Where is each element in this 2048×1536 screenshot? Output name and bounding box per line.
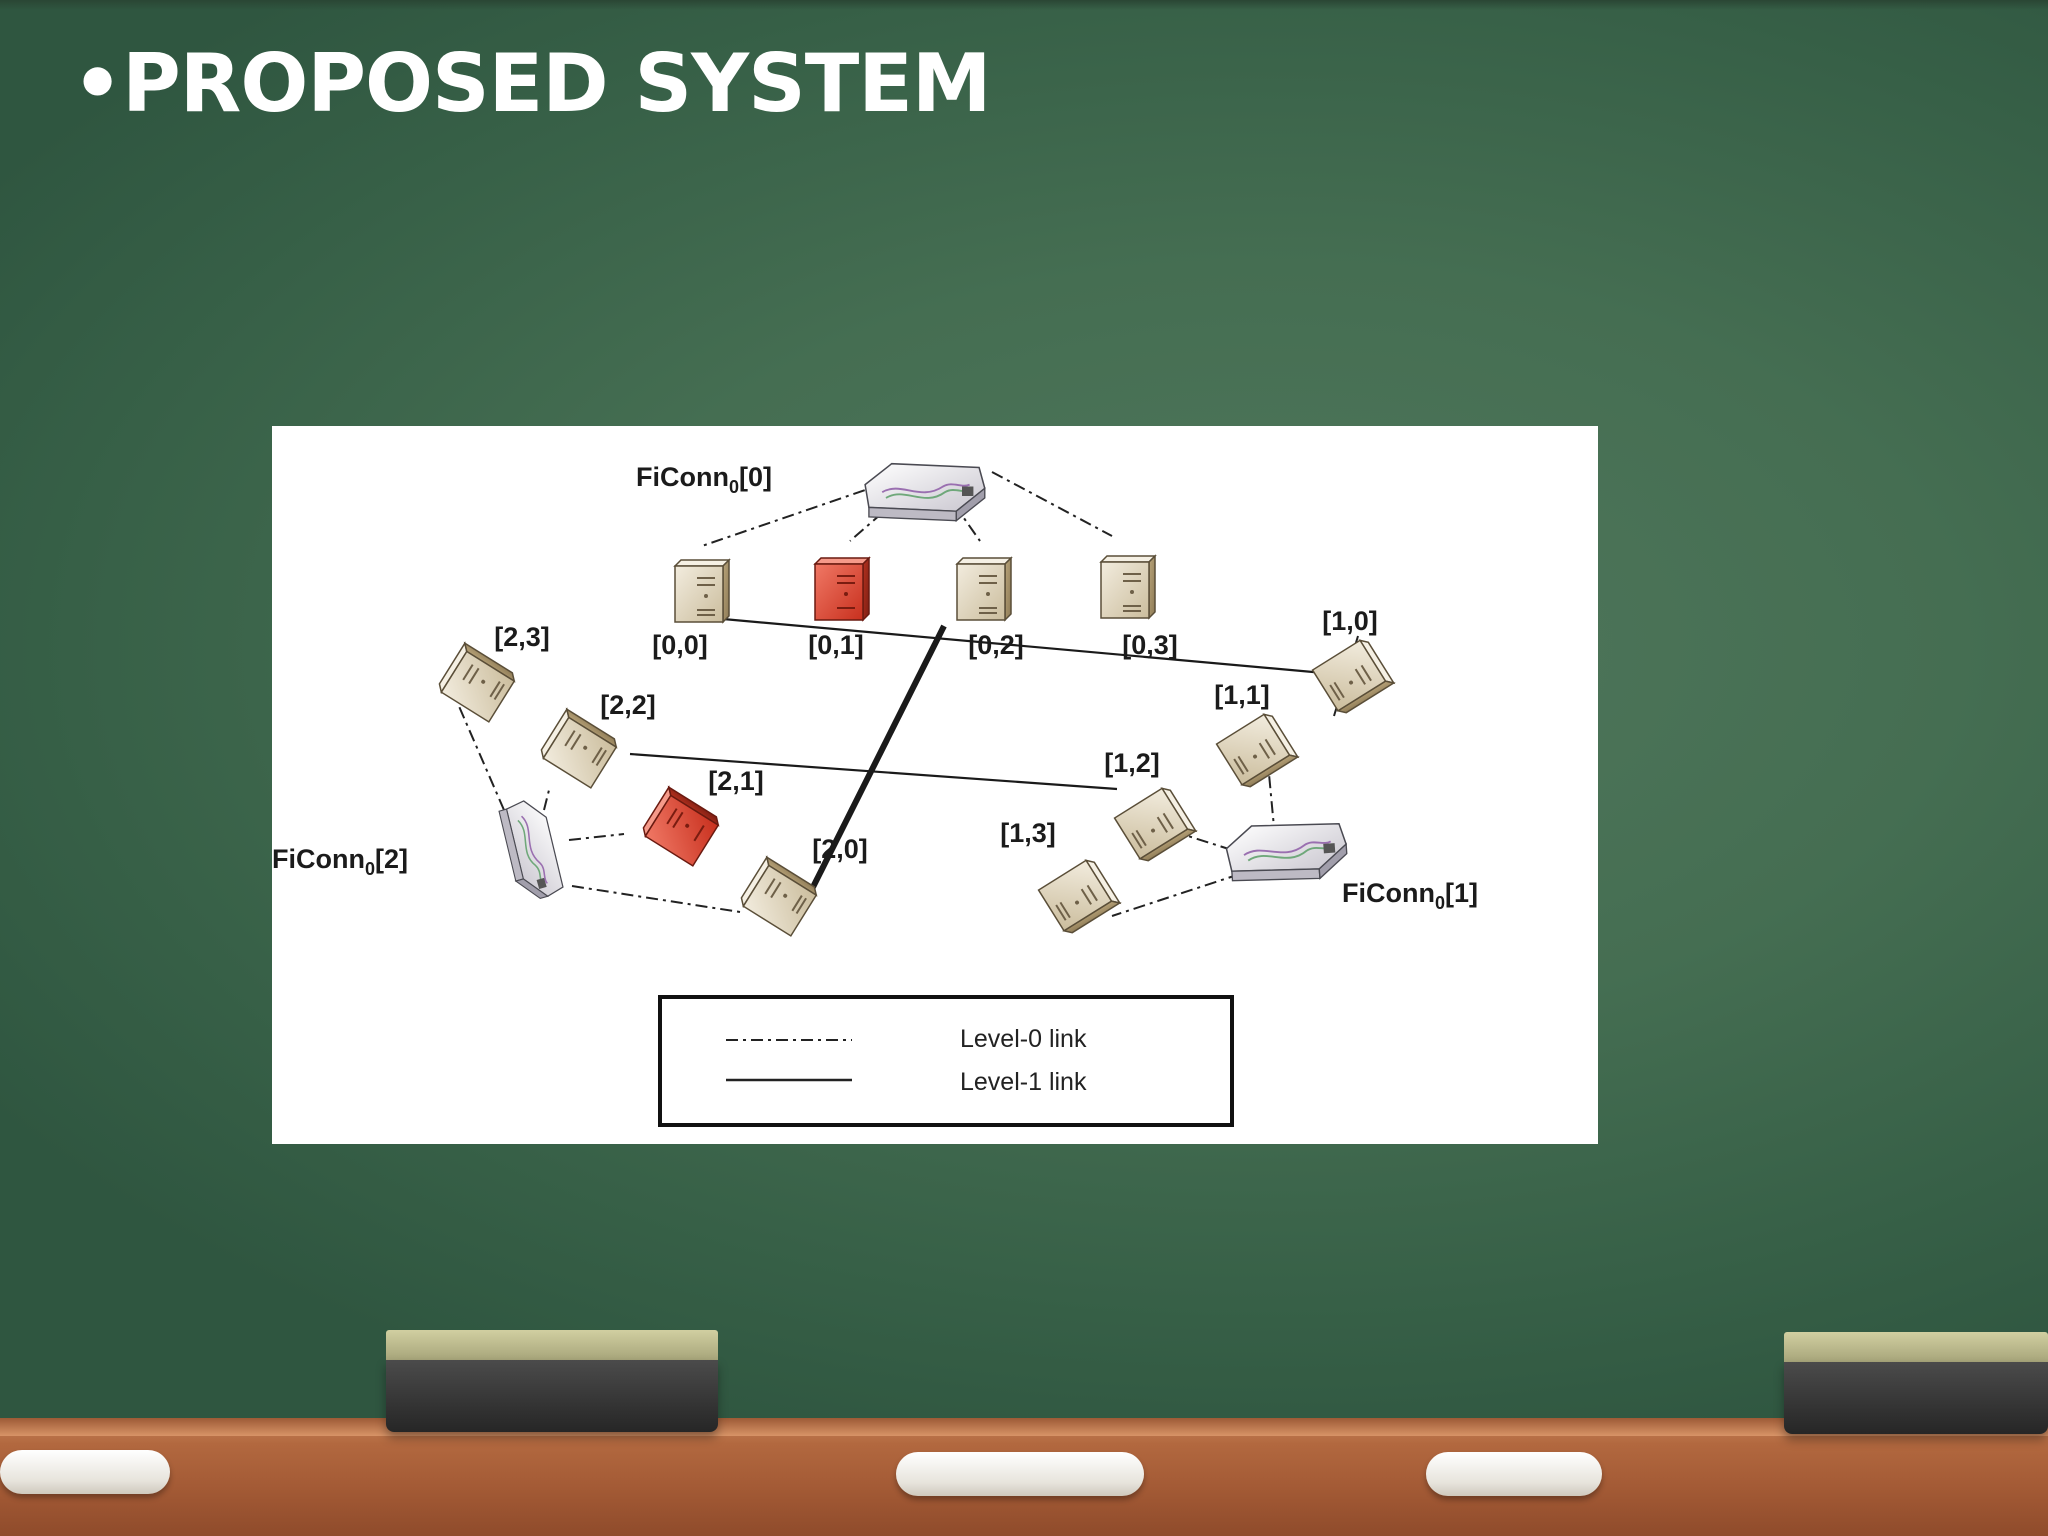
server-2-0: [2,0] — [737, 834, 868, 937]
slide-title: •PROPOSED SYSTEM — [72, 37, 992, 130]
server-2-3: [2,3] — [435, 622, 550, 723]
link-sw2-2-0 — [571, 885, 741, 913]
server-0-3: [0,3] — [1100, 555, 1178, 660]
link-sw1-1-2 — [1187, 835, 1233, 851]
server-label-1-2: [1,2] — [1104, 748, 1160, 778]
server-label-0-2: [0,2] — [968, 630, 1024, 660]
legend-box — [658, 995, 1234, 1127]
eraser-right — [1784, 1332, 2048, 1434]
server-label-1-1: [1,1] — [1214, 680, 1270, 710]
level1-links — [629, 616, 1325, 915]
server-label-2-0: [2,0] — [812, 834, 868, 864]
board-frame — [0, 0, 2048, 10]
server-label-1-3: [1,3] — [1000, 818, 1056, 848]
server-label-2-1: [2,1] — [708, 766, 764, 796]
server-label-2-2: [2,2] — [600, 690, 656, 720]
svg-text:FiConn0[2]: FiConn0[2] — [272, 844, 408, 879]
chalk-tray-lip — [0, 1418, 2048, 1436]
eraser-left — [386, 1330, 718, 1432]
server-label-2-3: [2,3] — [494, 622, 550, 652]
server-1-0: [1,0] — [1311, 606, 1395, 717]
legend: Level-0 link Level-1 link — [658, 995, 1234, 1127]
server-0-0: [0,0] — [652, 559, 730, 660]
network-diagram: FiConn0[0] FiConn0[1] FiConn0[2] [0,0] [… — [272, 426, 1598, 1144]
server-label-0-1: [0,1] — [808, 630, 864, 660]
switch-2: FiConn0[2] — [272, 795, 569, 905]
switch-1: FiConn0[1] — [1224, 818, 1478, 913]
link-sw0-0-1 — [849, 479, 921, 542]
link-0-0-to-1-0 — [711, 616, 1325, 675]
server-2-2: [2,2] — [537, 690, 656, 789]
server-1-2: [1,2] — [1104, 748, 1197, 865]
chalk-piece-3 — [1426, 1452, 1602, 1496]
server-label-0-0: [0,0] — [652, 630, 708, 660]
chalk-piece-1 — [0, 1450, 170, 1494]
switch-0: FiConn0[0] — [636, 462, 986, 522]
link-sw0-0-3 — [991, 471, 1113, 537]
svg-text:FiConn0[1]: FiConn0[1] — [1342, 878, 1478, 913]
server-label-0-3: [0,3] — [1122, 630, 1178, 660]
server-0-1: [0,1] — [808, 557, 870, 660]
server-label-1-0: [1,0] — [1322, 606, 1378, 636]
legend-level0-label: Level-0 link — [960, 1025, 1087, 1053]
link-sw2-2-2 — [543, 785, 551, 811]
link-sw1-1-3 — [1111, 873, 1241, 917]
server-1-3: [1,3] — [1000, 818, 1121, 937]
server-0-2: [0,2] — [956, 557, 1024, 660]
chalk-piece-2 — [896, 1452, 1144, 1496]
link-sw2-2-3 — [457, 703, 505, 811]
server-2-1: [2,1] — [639, 766, 764, 867]
legend-level1-label: Level-1 link — [960, 1068, 1087, 1096]
link-0-2-to-2-0 — [797, 624, 947, 915]
link-sw2-2-1 — [568, 833, 625, 841]
server-1-1: [1,1] — [1214, 680, 1299, 791]
diagram-canvas: FiConn0[0] FiConn0[1] FiConn0[2] [0,0] [… — [272, 462, 1478, 1127]
svg-text:FiConn0[0]: FiConn0[0] — [636, 462, 772, 497]
